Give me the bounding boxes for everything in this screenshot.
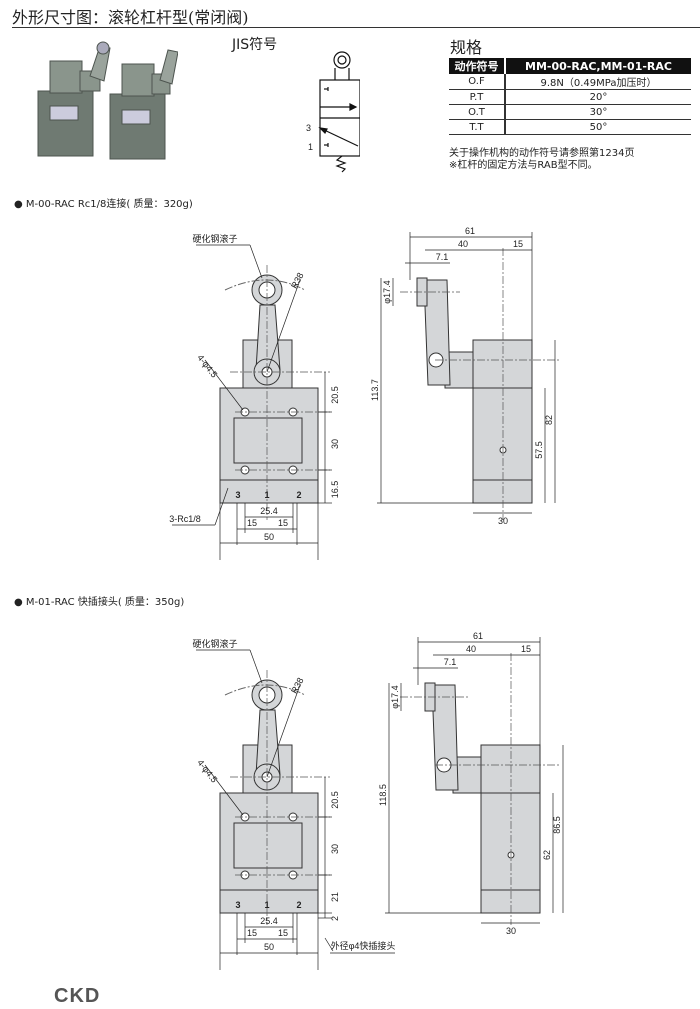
side-body <box>472 387 533 504</box>
leader <box>249 649 263 684</box>
side-cap <box>472 339 533 389</box>
port-number-1: 1 <box>264 900 269 910</box>
side-cap <box>480 744 541 794</box>
spec-cell: 50° <box>505 119 691 135</box>
leader <box>266 684 301 778</box>
spec-cell: P.T <box>449 89 506 105</box>
dimension-15: 15 <box>521 644 531 654</box>
roller-label: 硬化钢滚子 <box>192 233 237 244</box>
spec-cell: O.F <box>449 74 506 90</box>
front-dimension: 20.5 <box>330 386 340 404</box>
spec-note: 关于操作机构的动作符号请参照第1234页 <box>449 148 635 159</box>
side-lever <box>431 684 459 791</box>
label-plate <box>233 417 303 464</box>
section-caption-m00: ● M-00-RAC Rc1/8连接( 质量：320g) <box>14 199 193 210</box>
spec-cell: 20° <box>505 89 691 105</box>
title-divider <box>12 27 700 28</box>
dimension-15: 15 <box>278 928 288 938</box>
ckd-logo: CKD <box>54 985 101 1007</box>
radius-label: R38 <box>289 271 306 290</box>
side-lever <box>423 279 451 386</box>
port-number-3: 3 <box>235 900 240 910</box>
front-dimension: 2 <box>330 916 340 921</box>
port-label: 外径φ4快插接头 <box>331 940 396 951</box>
dimension-15: 15 <box>513 239 523 249</box>
spec-cell: T.T <box>449 119 506 135</box>
hole-label: 4-φ4.5 <box>195 353 219 380</box>
label-plate <box>233 822 303 869</box>
dimension-7-1: 7.1 <box>436 252 449 262</box>
leader <box>249 244 263 279</box>
jis-port-3: 3 <box>306 123 311 133</box>
dimension-40: 40 <box>466 644 476 654</box>
dimension-width: 30 <box>498 516 508 526</box>
spec-header-models: MM-00-RAC,MM-01-RAC <box>505 58 691 74</box>
spec-notes: 关于操作机构的动作符号请参照第1234页 ※杠杆的固定方法与RAB型不同。 <box>449 148 634 172</box>
dimension-right-0: 82 <box>544 415 554 425</box>
spec-cell: 9.8N（0.49MPa加压时） <box>505 74 691 90</box>
jis-symbol-title: JIS符号 <box>232 37 278 53</box>
front-dimension: 30 <box>330 439 340 449</box>
jis-symbol: 3 1 2 <box>306 51 360 173</box>
dimension-50: 50 <box>264 942 274 952</box>
dimension-50: 50 <box>264 532 274 542</box>
section-caption-m01: ● M-01-RAC 快插接头( 质量：350g) <box>14 597 185 608</box>
dimension-40: 40 <box>458 239 468 249</box>
front-dimension: 30 <box>330 844 340 854</box>
front-dimension: 16.5 <box>330 481 340 499</box>
leader <box>324 937 334 952</box>
spec-note: ※杠杆的固定方法与RAB型不同。 <box>449 160 598 171</box>
roller-diameter: φ17.4 <box>382 280 392 303</box>
dimension-right-1: 57.5 <box>534 441 544 459</box>
front-dimension: 20.5 <box>330 791 340 809</box>
spec-cell: 30° <box>505 104 691 120</box>
dimension-15: 15 <box>247 518 257 528</box>
dimension-right-1: 62 <box>542 850 552 860</box>
roller-label: 硬化钢滚子 <box>192 638 237 649</box>
dimension-15: 15 <box>247 928 257 938</box>
dimension-25-4: 25.4 <box>260 506 278 516</box>
spec-header-symbol: 动作符号 <box>449 58 506 74</box>
leader <box>204 359 244 411</box>
dimension-61: 61 <box>473 631 483 641</box>
port-number-2: 2 <box>296 900 301 910</box>
spec-title: 规格 <box>450 38 483 57</box>
dimension-15: 15 <box>278 518 288 528</box>
hole-label: 4-φ4.5 <box>195 758 219 785</box>
front-dimension: 21 <box>330 892 340 902</box>
dimension-right-0: 86.5 <box>552 816 562 834</box>
dimension-7-1: 7.1 <box>444 657 457 667</box>
roller-diameter: φ17.4 <box>390 685 400 708</box>
port-number-2: 2 <box>296 490 301 500</box>
spec-cell: O.T <box>449 104 506 120</box>
dimension-25-4: 25.4 <box>260 916 278 926</box>
port-number-1: 1 <box>264 490 269 500</box>
dimension-height: 118.5 <box>378 784 388 806</box>
port-number-3: 3 <box>235 490 240 500</box>
dimension-61: 61 <box>465 226 475 236</box>
radius-label: R38 <box>289 676 306 695</box>
port-label: 3-Rc1/8 <box>169 514 201 524</box>
leader <box>204 764 244 816</box>
leader <box>214 487 229 526</box>
dimension-height: 113.7 <box>370 379 380 401</box>
dimension-width: 30 <box>506 926 516 936</box>
jis-port-1: 1 <box>308 142 313 152</box>
product-photo <box>37 41 178 160</box>
page-title: 外形尺寸图：滚轮杠杆型(常闭阀) <box>12 8 249 27</box>
leader <box>266 279 301 373</box>
